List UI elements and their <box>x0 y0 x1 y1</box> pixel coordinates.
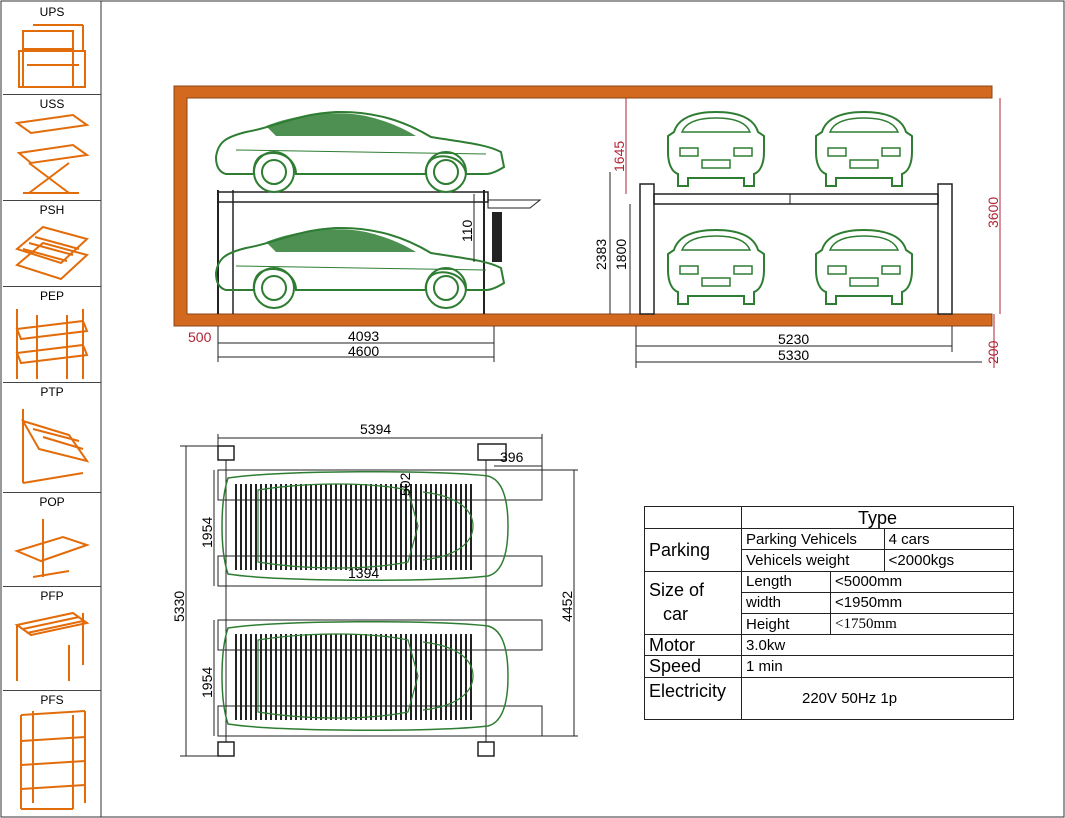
ptp-tilt-lift-icon <box>20 409 90 484</box>
sidebar-item-label: POP <box>39 495 65 509</box>
sidebar-item-label: PSH <box>39 203 65 217</box>
spec-parking-vehicles-value: 4 cars <box>883 528 1015 551</box>
sidebar-item-label: USS <box>39 97 65 111</box>
dim-4452: 4452 <box>559 591 575 622</box>
sidebar-item-uss[interactable]: USS <box>3 95 101 201</box>
spec-width-label: width <box>741 591 831 614</box>
dim-1800: 1800 <box>613 239 629 270</box>
spec-height-value: <1750mm <box>830 612 1014 636</box>
sidebar-item-ptp[interactable]: PTP <box>3 383 101 493</box>
sidebar-item-label: PFS <box>40 693 64 707</box>
sidebar-item-label: PFP <box>40 589 64 603</box>
spec-parking-weight-label: Vehicels weight <box>741 549 885 572</box>
top-view-lift <box>217 443 543 757</box>
spec-parking-label: Parking <box>644 528 742 572</box>
front-view-upper-right-car <box>815 111 913 187</box>
spec-table: Type Parking Parking Vehicels 4 cars Veh… <box>644 505 1015 721</box>
dim-2383: 2383 <box>593 239 609 270</box>
dim-500: 500 <box>188 329 212 345</box>
dim-1394: 1394 <box>348 565 379 581</box>
front-view-lower-right-car <box>815 229 913 305</box>
dim-5330-top: 5330 <box>171 591 187 622</box>
uss-scissor-lift-icon <box>14 113 90 194</box>
dim-1645: 1645 <box>611 141 627 172</box>
spec-motor-value: 3.0kw <box>741 634 1014 657</box>
spec-width-value: <1950mm <box>830 591 1014 614</box>
dim-200: 200 <box>985 340 1001 364</box>
psh-lift-icon <box>14 225 90 281</box>
dim-110: 110 <box>459 219 475 242</box>
sidebar-item-ups[interactable]: UPS <box>3 3 101 95</box>
spec-size-label-1: Size of <box>649 580 705 601</box>
sidebar-item-pop[interactable]: POP <box>3 493 101 587</box>
dim-396: 396 <box>500 449 524 465</box>
spec-speed-label: Speed <box>644 655 742 678</box>
spec-parking-vehicles-label: Parking Vehicels <box>741 528 885 551</box>
spec-electricity-label: Electricity <box>644 676 742 721</box>
spec-motor-label: Motor <box>644 634 742 657</box>
dim-3600: 3600 <box>985 197 1001 228</box>
front-view-lift <box>639 183 953 315</box>
dim-1954-upper: 1954 <box>199 517 215 548</box>
sidebar-item-label: PEP <box>39 289 64 303</box>
sidebar-item-pep[interactable]: PEP <box>3 287 101 383</box>
spec-length-label: Length <box>741 570 831 593</box>
dim-5230: 5230 <box>778 331 809 347</box>
spec-length-value: <5000mm <box>830 570 1014 593</box>
side-view-lift <box>217 190 542 314</box>
dim-5330: 5330 <box>778 347 809 363</box>
pop-single-post-lift-icon <box>14 519 91 578</box>
pfp-four-post-lift-icon <box>14 611 90 681</box>
dim-5394: 5394 <box>360 421 391 437</box>
side-view-upper-car <box>215 110 505 193</box>
sidebar-item-label: PTP <box>40 385 64 399</box>
dim-4600: 4600 <box>348 343 379 359</box>
sidebar-item-pfs[interactable]: PFS <box>3 691 101 815</box>
dim-4093: 4093 <box>348 328 379 344</box>
pep-lift-icon <box>15 309 89 379</box>
dim-1954-lower: 1954 <box>199 667 215 698</box>
spec-size-label-2: car <box>663 603 689 624</box>
dim-502: 502 <box>397 472 413 496</box>
spec-parking-weight-value: <2000kgs <box>883 549 1015 572</box>
sidebar-item-label: UPS <box>39 5 65 19</box>
front-view-lower-left-car <box>667 229 765 305</box>
sidebar-item-pfp[interactable]: PFP <box>3 587 101 691</box>
front-view-upper-left-car <box>667 111 765 187</box>
spec-electricity-value: 220V 50Hz 1p <box>741 676 1014 721</box>
spec-height-label: Height <box>741 612 831 636</box>
pfs-stacker-icon <box>20 710 86 810</box>
sidebar-item-psh[interactable]: PSH <box>3 201 101 287</box>
spec-speed-value: 1 min <box>741 655 1014 678</box>
ups-lift-icon <box>18 24 86 88</box>
spec-header: Type <box>741 505 1014 530</box>
model-sidebar: UPS USS PSH <box>3 3 101 815</box>
